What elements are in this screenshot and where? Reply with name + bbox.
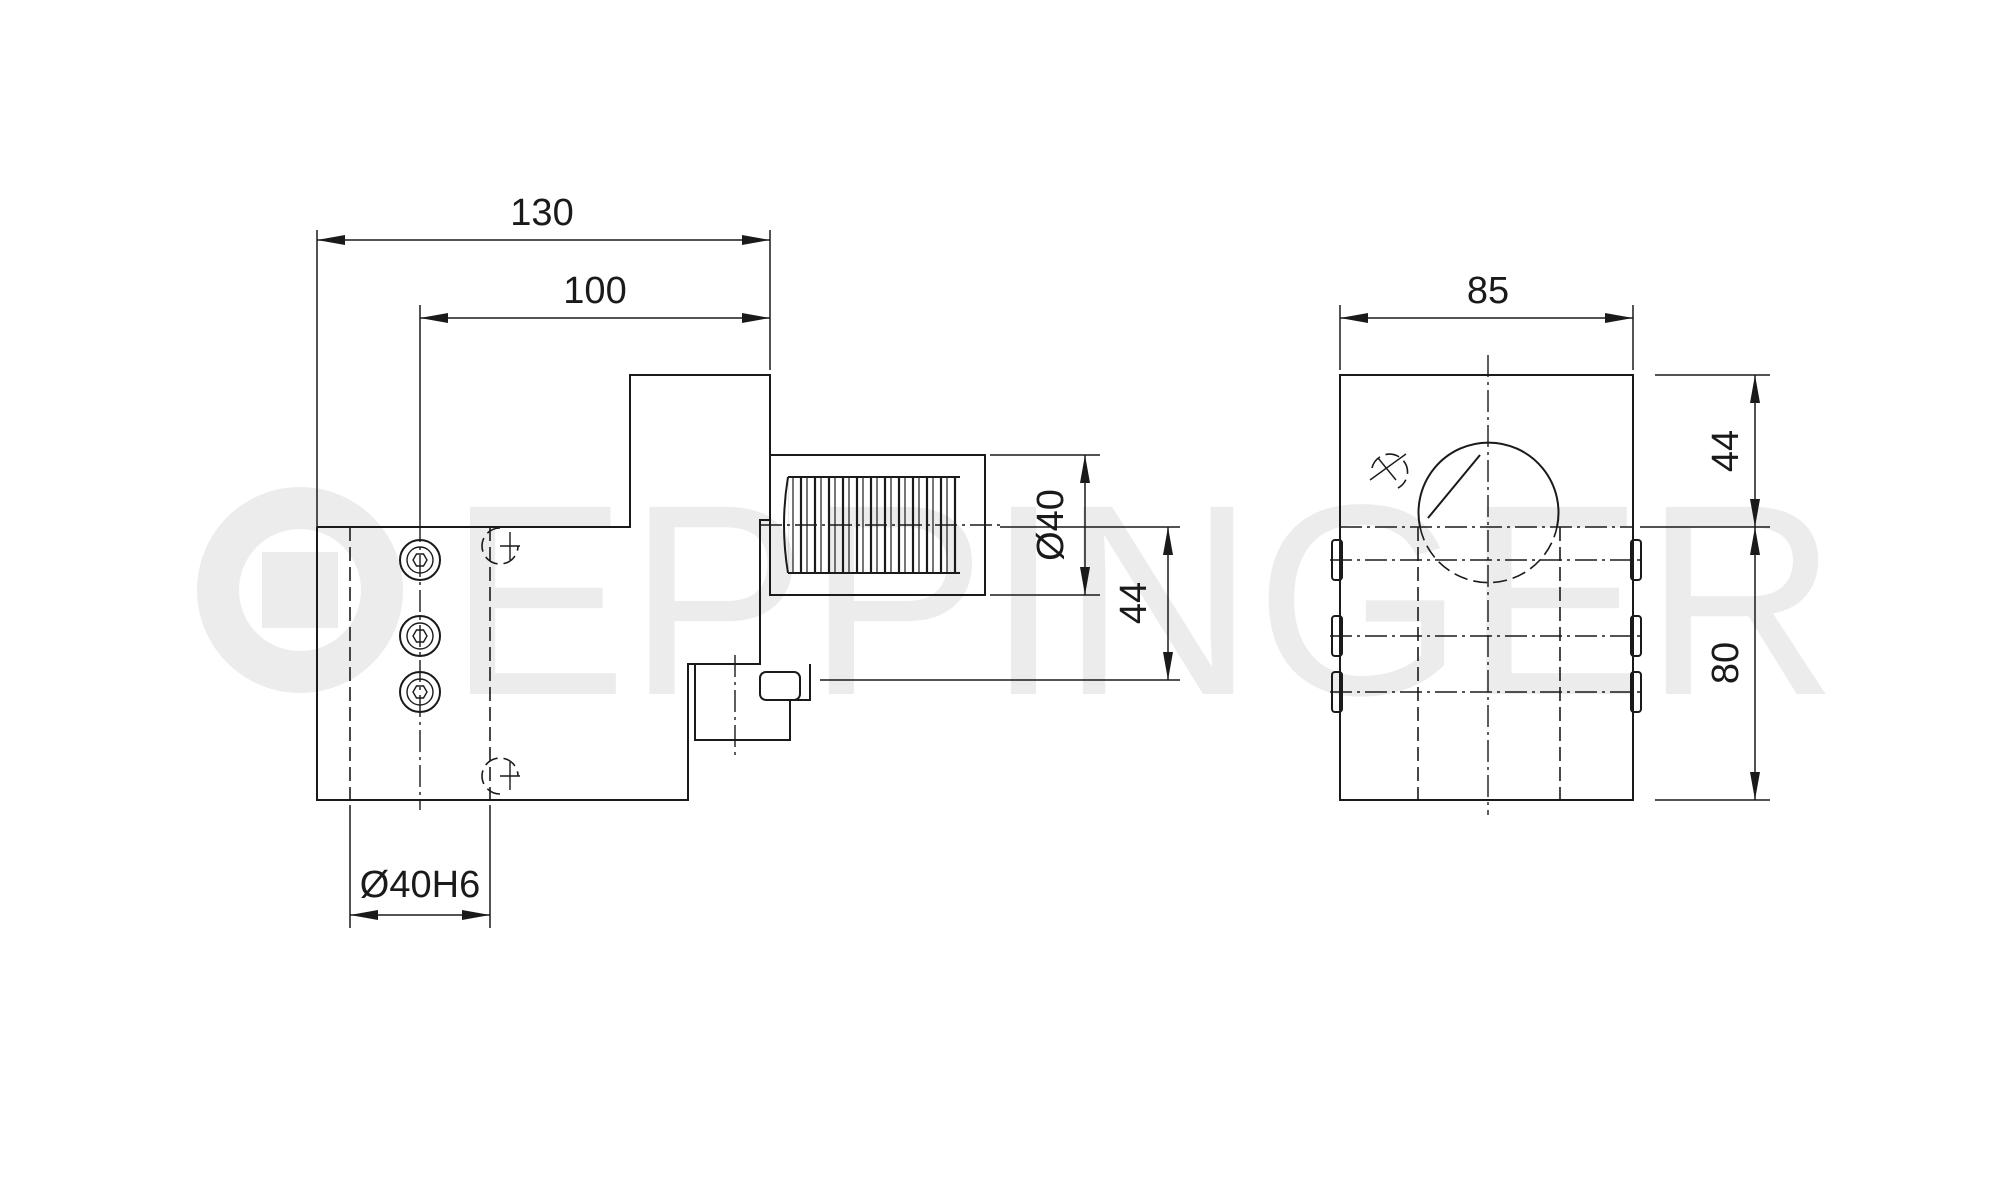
dim-side-offset: 44 [1113, 582, 1155, 624]
watermark-logo-icon [197, 487, 403, 693]
dim-overall-length: 130 [510, 192, 573, 234]
set-screw-bottom-icon [399, 671, 441, 713]
front-view [316, 374, 1000, 810]
dim-center-height-top: 44 [1705, 430, 1747, 472]
coolant-plug-bottom-icon [481, 757, 520, 795]
dim-bore-diameter: Ø40H6 [360, 864, 480, 906]
dim-shank-diameter: Ø40 [1030, 489, 1072, 561]
thread-start [783, 476, 789, 574]
dim-width: 85 [1467, 270, 1509, 312]
watermark-text: EPPINGER [448, 448, 1838, 752]
screw-heads-right-icon [1630, 539, 1642, 713]
watermark: EPPINGER [197, 448, 1838, 752]
side-body-outline [1339, 374, 1634, 801]
dimension-lines [316, 230, 1770, 928]
screw-heads-left-icon [1331, 539, 1343, 713]
dim-center-height-bottom: 80 [1705, 642, 1747, 684]
coolant-plug-top-icon [481, 527, 520, 565]
radius-line [1427, 454, 1481, 519]
set-screw-top-icon [399, 539, 441, 581]
set-screw-middle-icon [399, 615, 441, 657]
shank-circle-hidden [1419, 526, 1558, 584]
side-coolant-plug-icon [1369, 453, 1409, 489]
side-view [1330, 355, 1645, 815]
adjust-screw-head [759, 671, 801, 701]
dim-shank-offset: 100 [563, 270, 626, 312]
adjust-block [694, 664, 811, 741]
